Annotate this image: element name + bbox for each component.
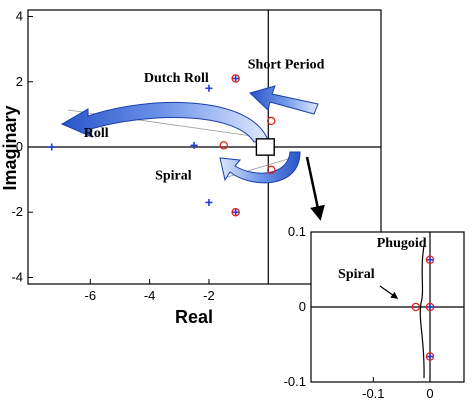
main-y-ticks: 4 2 0 -2 -4 — [11, 9, 33, 284]
zero-marker — [425, 352, 435, 361]
pole-marker — [426, 353, 434, 360]
spiral-arrow — [219, 151, 301, 184]
main-y-tick-label: 2 — [16, 74, 23, 89]
pole-marker — [426, 303, 434, 311]
main-x-ticks: -6 -4 -2 — [85, 279, 215, 303]
zero-marker — [231, 207, 240, 217]
main-y-tick-label: -4 — [11, 269, 23, 284]
inset-y-tick-label: -0.1 — [284, 374, 306, 389]
y-axis-title: Imaginary — [0, 105, 20, 190]
x-axis-title: Real — [175, 307, 213, 327]
main-x-tick-label: -4 — [144, 288, 156, 303]
main-markers — [48, 74, 276, 217]
inset-spiral-pointer — [379, 285, 399, 299]
zero-marker — [231, 74, 240, 83]
zero-marker — [425, 255, 435, 264]
pole-marker — [232, 208, 240, 216]
inset-y-tick-label: 0.1 — [288, 224, 306, 239]
pole-marker — [426, 256, 434, 264]
pole-marker — [205, 84, 213, 92]
zero-marker — [266, 116, 276, 126]
main-y-tick-label: 0 — [16, 139, 23, 154]
inset-markers — [411, 255, 435, 361]
zero-marker — [266, 165, 276, 175]
zero-marker — [425, 302, 435, 312]
annotation-label: Roll — [84, 126, 109, 141]
inset-y-ticks: 0.1 0 -0.1 — [284, 224, 316, 389]
pole-marker — [48, 143, 56, 151]
annotation-label: Spiral — [155, 169, 192, 184]
roll-arrow — [60, 101, 269, 143]
main-y-tick-label: 4 — [16, 9, 23, 24]
inset-x-ticks: -0.1 0 — [362, 377, 434, 401]
zero-marker — [411, 302, 421, 312]
zoom-box — [255, 138, 275, 156]
annotation-label: Phugoid — [377, 236, 427, 251]
pole-marker — [205, 198, 213, 206]
inset-y-tick-label: 0 — [299, 299, 306, 314]
inset-locus-curve — [419, 239, 426, 379]
main-x-tick-label: -2 — [203, 288, 215, 303]
pole-marker — [232, 75, 240, 82]
pole-marker — [190, 141, 198, 149]
zero-marker — [219, 141, 229, 150]
main-x-tick-label: -6 — [85, 288, 97, 303]
inset-x-tick-label: 0 — [426, 386, 433, 401]
zoom-pointer-arrow — [305, 156, 325, 221]
annotation-label: Spiral — [338, 267, 375, 282]
annotation-label: Dutch Roll — [144, 71, 209, 86]
short-period-arrow — [249, 85, 319, 115]
annotation-label: Short Period — [248, 58, 325, 73]
main-y-tick-label: -2 — [11, 204, 23, 219]
inset-x-tick-label: -0.1 — [362, 386, 384, 401]
